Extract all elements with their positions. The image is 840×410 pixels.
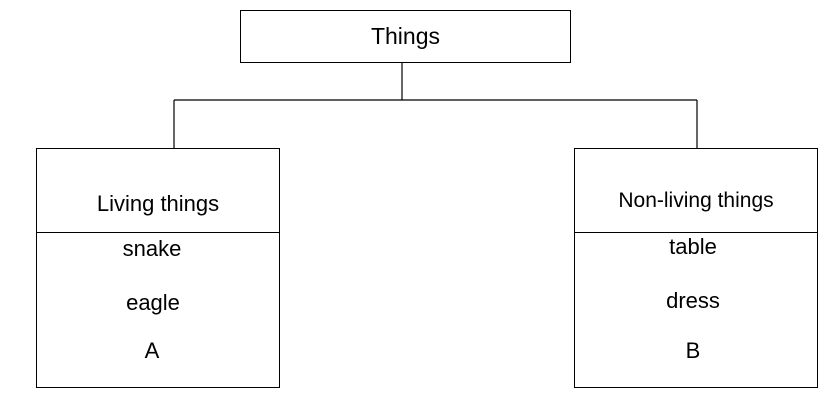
root-node: Things (240, 10, 571, 63)
category-title: Non-living things (618, 189, 774, 212)
list-item: table (669, 234, 717, 259)
list-item: B (685, 338, 701, 363)
list-item: A (144, 338, 160, 363)
root-label: Things (370, 23, 441, 49)
list-item: snake (122, 236, 182, 261)
list-item: dress (666, 288, 720, 313)
category-header: Non-living things (575, 149, 817, 233)
category-non-living-things: Non-living things table dress B (574, 148, 818, 388)
category-header: Living things (37, 149, 279, 233)
category-title: Living things (96, 191, 220, 216)
list-item: eagle (126, 290, 180, 315)
category-living-things: Living things snake eagle A (36, 148, 280, 388)
